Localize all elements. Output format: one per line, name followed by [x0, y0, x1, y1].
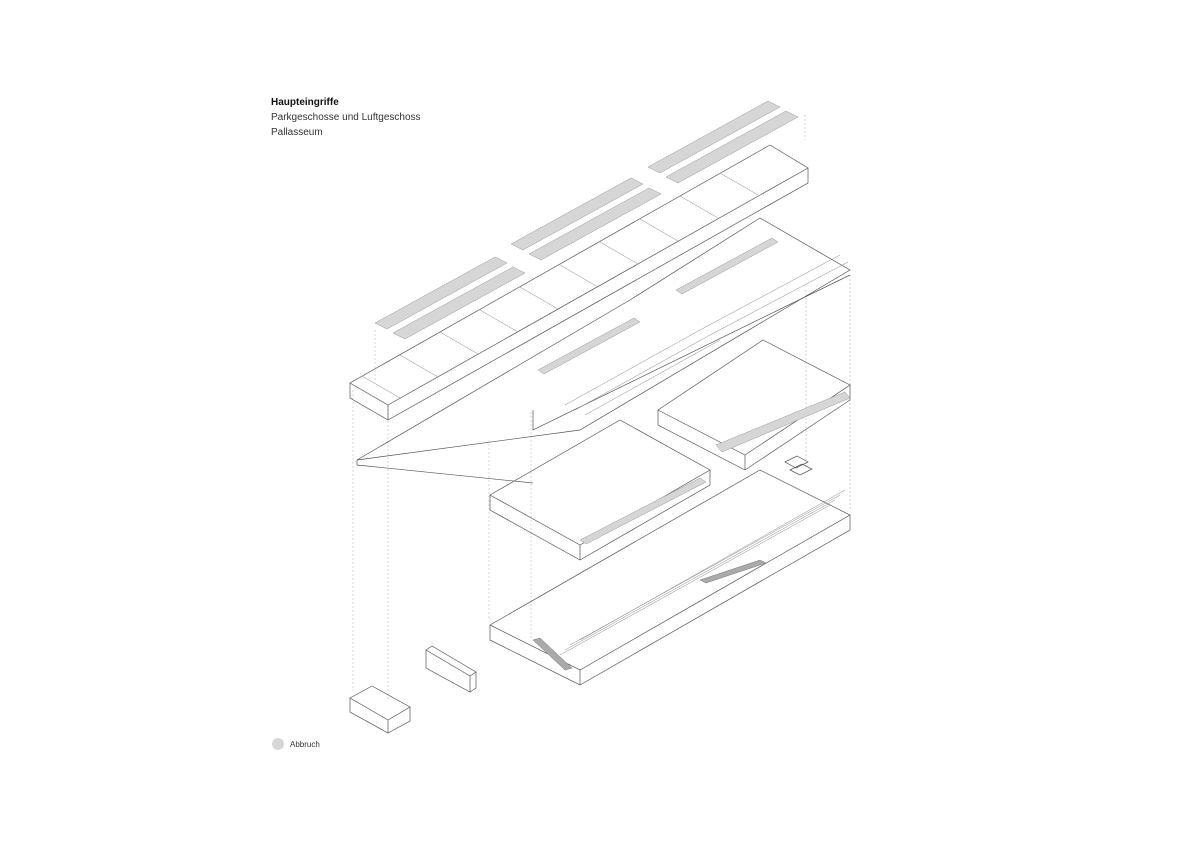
plaza-slab — [356, 217, 851, 484]
detached-block-wall — [425, 645, 477, 693]
detached-block-entrance — [349, 685, 411, 734]
legend-swatch-demolition — [272, 738, 284, 750]
legend: Abbruch — [272, 738, 320, 750]
parking-level-2 — [489, 469, 851, 686]
diagram-subtitle: Parkgeschosse und Luftgeschoss — [271, 112, 421, 123]
parking-level-1-left — [489, 419, 711, 561]
project-name: Pallasseum — [271, 127, 323, 138]
legend-label: Abbruch — [290, 739, 320, 749]
solar-panel-strips — [374, 100, 799, 340]
small-stair-element — [784, 455, 813, 476]
upper-volume — [349, 144, 809, 421]
diagram-title: Haupteingriffe — [271, 97, 339, 108]
parking-level-1-right — [657, 339, 851, 471]
title-block: Haupteingriffe Parkgeschosse und Luftges… — [271, 95, 421, 140]
